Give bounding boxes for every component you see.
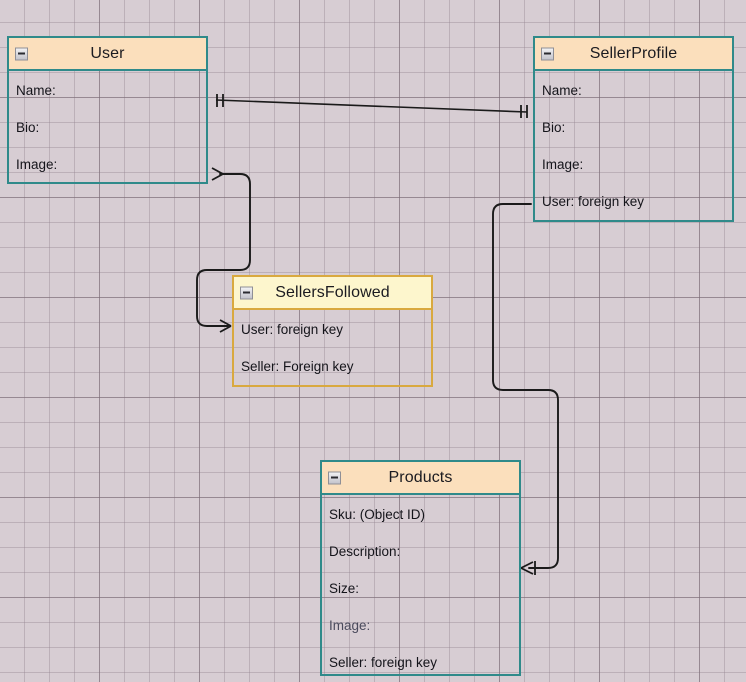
cardinality-many-user <box>211 167 224 181</box>
attribute-products-image[interactable]: Image: <box>329 618 371 633</box>
collapse-minus-icon[interactable] <box>541 47 554 60</box>
attribute-products-size[interactable]: Size: <box>329 581 360 596</box>
cardinality-many-sellersfollowed <box>219 319 232 333</box>
entity-user[interactable]: User Name: Bio: Image: <box>7 36 208 184</box>
attribute-sellerprofile-image[interactable]: Image: <box>542 157 584 172</box>
collapse-minus-icon[interactable] <box>240 286 253 299</box>
entity-products[interactable]: Products Sku: (Object ID) Description: S… <box>320 460 521 676</box>
attribute-user-image[interactable]: Image: <box>16 157 58 172</box>
attribute-user-name[interactable]: Name: <box>16 83 56 98</box>
entity-products-header[interactable]: Products <box>322 462 519 495</box>
attribute-sellerprofile-bio[interactable]: Bio: <box>542 120 566 135</box>
entity-sellersfollowed-title: SellersFollowed <box>275 283 390 301</box>
entity-sellersfollowed[interactable]: SellersFollowed User: foreign key Seller… <box>232 275 433 387</box>
attribute-products-seller-fk[interactable]: Seller: foreign key <box>329 655 438 670</box>
relationship-user-sellersfollowed[interactable] <box>196 167 251 333</box>
entity-products-title: Products <box>388 468 453 486</box>
entity-user-title: User <box>90 44 125 62</box>
relationship-user-sellerprofile[interactable] <box>215 94 528 118</box>
relationship-sellerprofile-products[interactable] <box>492 203 559 575</box>
attribute-sellersfollowed-user-fk[interactable]: User: foreign key <box>241 322 344 337</box>
entity-sellerprofile-title: SellerProfile <box>589 44 678 62</box>
entity-user-header[interactable]: User <box>9 38 206 71</box>
attribute-user-bio[interactable]: Bio: <box>16 120 40 135</box>
collapse-minus-icon[interactable] <box>15 47 28 60</box>
attribute-products-description[interactable]: Description: <box>329 544 401 559</box>
attribute-sellerprofile-user-fk[interactable]: User: foreign key <box>542 194 645 209</box>
attribute-sellerprofile-name[interactable]: Name: <box>542 83 582 98</box>
entity-sellerprofile[interactable]: SellerProfile Name: Bio: Image: User: fo… <box>533 36 734 222</box>
cardinality-one-or-many-products <box>520 561 536 575</box>
collapse-minus-icon[interactable] <box>328 471 341 484</box>
attribute-sellersfollowed-seller-fk[interactable]: Seller: Foreign key <box>241 359 354 374</box>
entity-sellerprofile-header[interactable]: SellerProfile <box>535 38 732 71</box>
attribute-products-sku[interactable]: Sku: (Object ID) <box>329 507 426 522</box>
entity-sellersfollowed-header[interactable]: SellersFollowed <box>234 277 431 310</box>
